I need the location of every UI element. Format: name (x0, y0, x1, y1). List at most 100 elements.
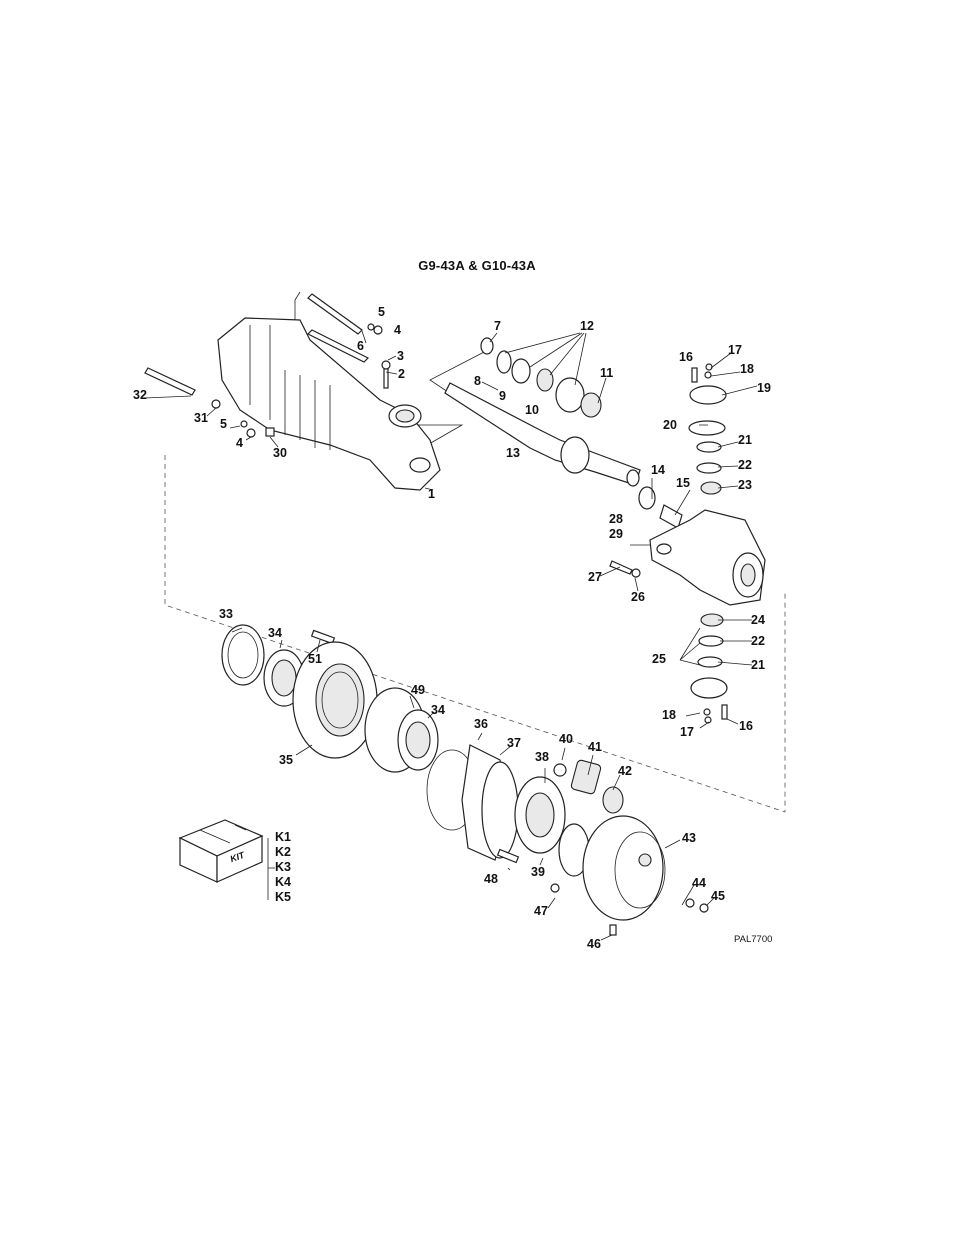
callout-37: 37 (507, 736, 521, 750)
callout-4-top: 4 (394, 323, 401, 337)
nut-4 (373, 325, 383, 335)
callout-22-lower: 22 (751, 634, 765, 648)
callout-4-lower: 4 (236, 436, 243, 450)
gear-41 (570, 759, 602, 795)
bracket-line-kit (267, 838, 275, 900)
callout-49: 49 (411, 683, 425, 697)
diagram-title: G9-43A & G10-43A (418, 258, 536, 273)
callout-44: 44 (692, 876, 706, 890)
callout-13: 13 (506, 446, 520, 460)
plug-31 (211, 399, 221, 409)
stud-2 (383, 367, 389, 389)
bolt-16 (691, 367, 698, 383)
bolt-46 (609, 924, 617, 936)
washer-5 (367, 323, 375, 331)
gear-42 (602, 786, 624, 814)
long-bolt-32 (144, 367, 196, 396)
callout-39: 39 (531, 865, 545, 879)
callout-10: 10 (525, 403, 539, 417)
plug-45 (699, 903, 709, 913)
axle-housing (217, 317, 441, 491)
plug-30 (265, 427, 275, 437)
assembly-guide-dashed-line (164, 455, 786, 813)
callout-14: 14 (651, 463, 665, 477)
callout-19: 19 (757, 381, 771, 395)
washer-44 (685, 898, 695, 908)
callout-47: 47 (534, 904, 548, 918)
callout-43: 43 (682, 831, 696, 845)
callout-12: 12 (580, 319, 594, 333)
long-bolt-6 (307, 293, 363, 335)
shim-20 (688, 420, 726, 436)
callout-48: 48 (484, 872, 498, 886)
callout-3: 3 (397, 349, 404, 363)
callout-28: 28 (609, 512, 623, 526)
grease-fitting-17 (705, 363, 713, 371)
callout-17-top: 17 (728, 343, 742, 357)
cover-43 (582, 815, 664, 921)
long-bolt-6-lower (306, 329, 370, 363)
callout-45: 45 (711, 889, 725, 903)
callout-35: 35 (279, 753, 293, 767)
callout-5-lower: 5 (220, 417, 227, 431)
seal-14 (638, 486, 656, 510)
ring-9 (511, 358, 531, 384)
kit-item: K1 (275, 830, 291, 844)
kit-list: K1 K2 K3 K4 K5 (275, 830, 291, 905)
callout-33: 33 (219, 607, 233, 621)
callout-23: 23 (738, 478, 752, 492)
leader-lines (144, 330, 758, 941)
callout-8: 8 (474, 374, 481, 388)
bolt-16-lower (721, 704, 728, 720)
callout-32: 32 (133, 388, 147, 402)
callout-7: 7 (494, 319, 501, 333)
callout-42: 42 (618, 764, 632, 778)
seal-33 (221, 624, 265, 686)
seal-11 (580, 392, 602, 418)
callout-41: 41 (588, 740, 602, 754)
callout-21-top: 21 (738, 433, 752, 447)
axle-shaft-assembly (444, 382, 641, 487)
bolt-48 (496, 848, 520, 864)
callout-21-lower: 21 (751, 658, 765, 672)
callout-27: 27 (588, 570, 602, 584)
washer-18-lower (703, 708, 711, 716)
kit-box-icon (178, 819, 264, 883)
stud-51 (310, 629, 336, 645)
ring-12a (496, 350, 512, 374)
nut-47 (550, 883, 560, 893)
callout-24: 24 (751, 613, 765, 627)
kit-item: K2 (275, 845, 291, 859)
washer-5-lower (240, 420, 248, 428)
callout-16-top: 16 (679, 350, 693, 364)
callout-20: 20 (663, 418, 677, 432)
callout-36: 36 (474, 717, 488, 731)
callout-6: 6 (357, 339, 364, 353)
nut-3 (381, 360, 391, 370)
ring-10 (536, 368, 554, 392)
figure-id: PAL7700 (734, 934, 773, 945)
kit-item: K4 (275, 875, 291, 889)
callout-34-lower: 34 (431, 703, 445, 717)
washer-18 (704, 371, 712, 379)
nut-4-lower (246, 428, 256, 438)
steering-knuckle (649, 509, 766, 606)
callout-16-lower: 16 (739, 719, 753, 733)
callout-46: 46 (587, 937, 601, 951)
callout-18-top: 18 (740, 362, 754, 376)
kit-item: K5 (275, 890, 291, 904)
callout-18-lower: 18 (662, 708, 676, 722)
callout-1: 1 (428, 487, 435, 501)
callout-34-top: 34 (268, 626, 282, 640)
king-pin-cap-19 (689, 385, 727, 405)
callout-38: 38 (535, 750, 549, 764)
ring-22-lower (698, 635, 724, 647)
callout-40: 40 (559, 732, 573, 746)
bearing-12 (555, 377, 585, 413)
ring-40 (553, 763, 567, 777)
callout-15: 15 (676, 476, 690, 490)
grease-fitting-17-lower (704, 716, 712, 724)
callout-17-lower: 17 (680, 725, 694, 739)
